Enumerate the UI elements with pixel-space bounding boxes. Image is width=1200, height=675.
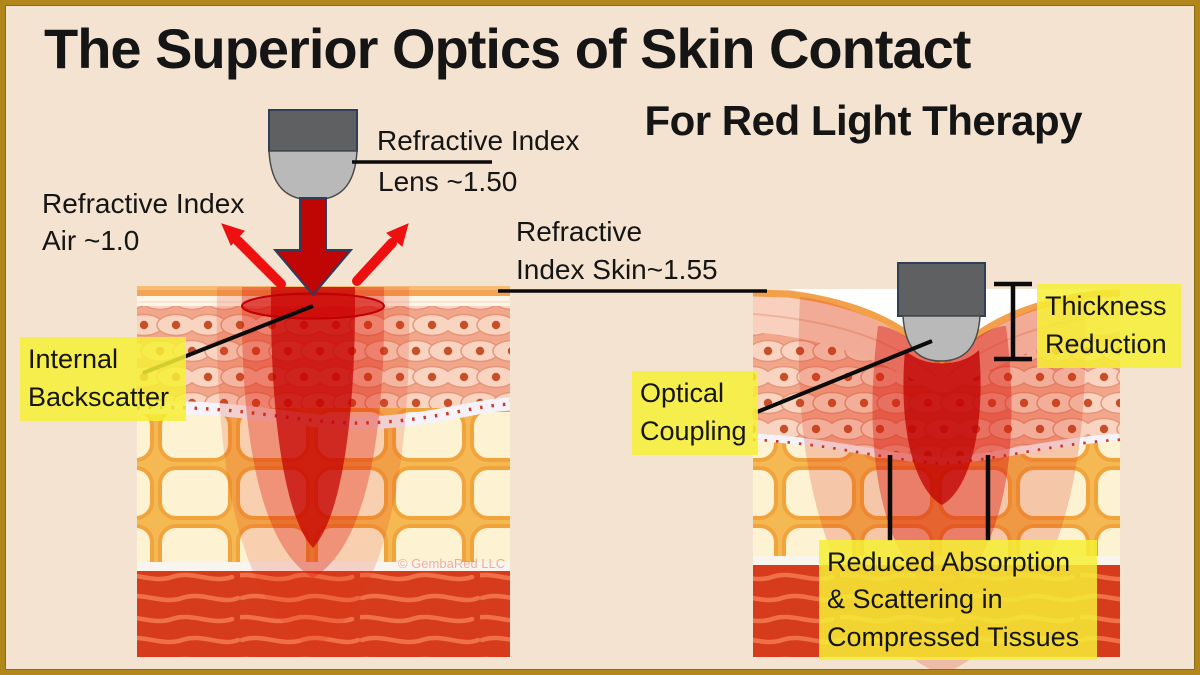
left-skin-cross-section xyxy=(136,286,511,657)
label-line: Compressed Tissues xyxy=(827,621,1080,652)
label-refractive-air: Refractive Index Air ~1.0 xyxy=(42,186,244,260)
annotation-lines xyxy=(142,160,1032,541)
page-title: The Superior Optics of Skin Contact xyxy=(44,17,971,80)
muscle-layer xyxy=(137,571,510,657)
label-line: Reduction xyxy=(1045,328,1167,359)
label-internal-backscatter: Internal Backscatter xyxy=(20,337,186,421)
light-beam-inner xyxy=(270,287,356,548)
label-line: Air ~1.0 xyxy=(42,224,140,256)
fascia-layer xyxy=(137,562,510,571)
light-beam-inner xyxy=(903,350,981,505)
device-body-icon xyxy=(268,109,358,152)
thickness-measure-icon xyxy=(994,281,1032,362)
reflection-arrow-right-icon xyxy=(352,238,397,286)
label-line: Reduced Absorption xyxy=(827,547,1071,577)
label-line: Coupling xyxy=(640,415,747,446)
device-lens-icon xyxy=(902,315,981,362)
label-thickness-reduction: Thickness Reduction xyxy=(1037,284,1181,368)
watermark: © GembaRed LLC xyxy=(398,556,506,571)
device-body-icon xyxy=(897,262,986,317)
label-refractive-lens-line1: Refractive Index xyxy=(377,125,580,156)
basal-layer xyxy=(136,397,511,430)
pointer-line-coupling xyxy=(756,339,933,414)
label-refractive-lens-line2: Lens ~1.50 xyxy=(378,166,518,197)
label-line: Refractive xyxy=(516,216,643,247)
label-line: & Scattering in xyxy=(827,584,1003,615)
label-optical-coupling: Optical Coupling xyxy=(632,371,758,455)
page-subtitle: For Red Light Therapy xyxy=(644,97,1082,144)
reflection-arrow-left-icon xyxy=(233,236,286,289)
label-line: Optical xyxy=(640,378,725,408)
label-line: Backscatter xyxy=(28,381,170,412)
label-line: Index Skin~1.55 xyxy=(516,253,718,285)
device-lens-icon xyxy=(268,150,358,201)
emission-arrow-icon xyxy=(272,197,354,297)
label-line: Internal xyxy=(28,344,119,374)
label-line: Refractive Index xyxy=(42,188,245,219)
label-line: Thickness xyxy=(1045,291,1167,321)
label-reduced-absorption: Reduced Absorption & Scattering in Compr… xyxy=(819,540,1097,660)
label-refractive-skin: Refractive Index Skin~1.55 xyxy=(516,213,718,289)
reflection-arrows xyxy=(221,223,409,289)
led-device-left xyxy=(268,109,358,297)
led-device-right xyxy=(897,262,986,362)
compressed-epidermis-band xyxy=(753,296,1120,394)
